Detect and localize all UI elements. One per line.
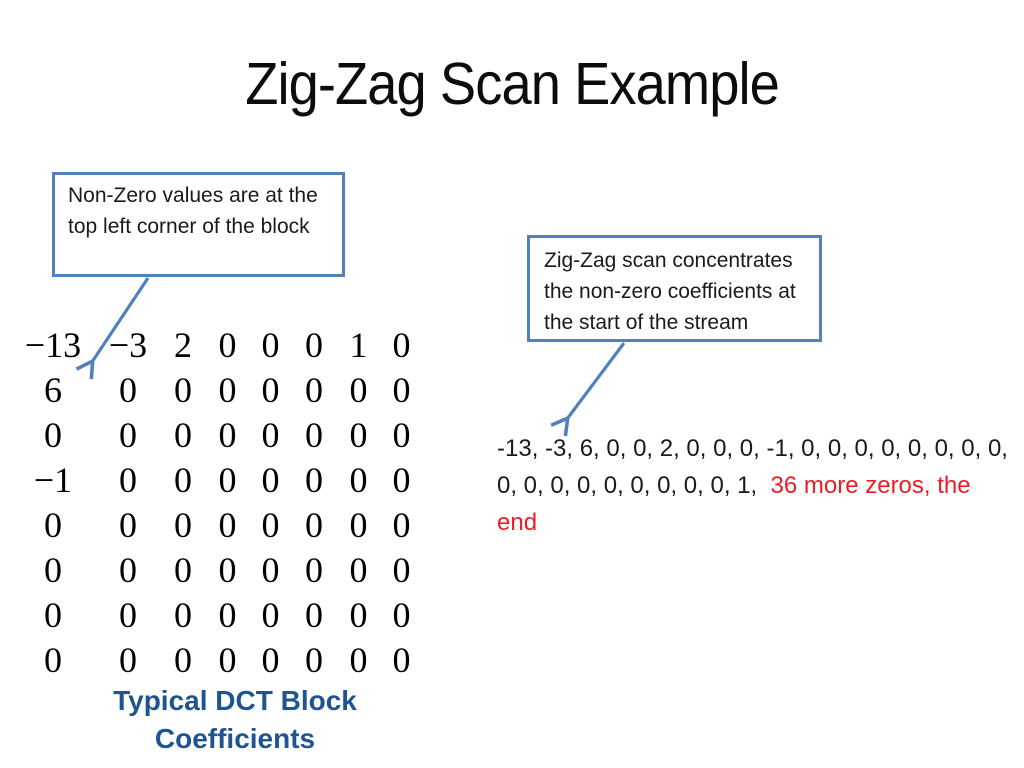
- matrix-cell: 0: [349, 369, 368, 410]
- matrix-cell: 0: [44, 594, 62, 635]
- matrix-cell: 0: [174, 459, 192, 500]
- matrix-cell: 0: [174, 594, 192, 635]
- matrix-cell: 1: [349, 324, 368, 365]
- matrix-cell: 0: [174, 369, 192, 410]
- matrix-cell: −1: [33, 459, 73, 500]
- matrix-cell: 0: [305, 459, 323, 500]
- right-callout-arrow: [567, 342, 626, 419]
- stream-text-red: 36 more zeros, the: [757, 472, 971, 499]
- matrix-cell: 0: [218, 504, 237, 545]
- matrix-cell: 0: [305, 369, 323, 410]
- matrix-cell: 0: [44, 414, 62, 455]
- zigzag-stream-text: -13, -3, 6, 0, 0, 2, 0, 0, 0, -1, 0, 0, …: [497, 430, 1008, 541]
- matrix-cell: 0: [218, 324, 237, 365]
- matrix-cell: 0: [261, 639, 280, 680]
- callout-right-text: Zig-Zag scan concentrates the non-zero c…: [544, 249, 796, 334]
- matrix-cell: 0: [392, 549, 411, 590]
- matrix-cell: 0: [392, 639, 411, 680]
- matrix-cell: 0: [44, 504, 62, 545]
- matrix-cell: 0: [119, 594, 137, 635]
- matrix-cell: 0: [305, 639, 323, 680]
- matrix-cell: −13: [24, 324, 82, 365]
- matrix-cell: 0: [174, 549, 192, 590]
- matrix-cell: 0: [261, 504, 280, 545]
- matrix-cell: 0: [305, 414, 323, 455]
- matrix-cell: 0: [218, 414, 237, 455]
- matrix-cell: 0: [119, 504, 137, 545]
- matrix-cell: 0: [349, 504, 368, 545]
- matrix-cell: 0: [305, 594, 323, 635]
- stream-text-red: end: [497, 509, 538, 536]
- matrix-cell: 0: [261, 549, 280, 590]
- matrix-cell: 2: [174, 324, 192, 365]
- matrix-cell: 0: [349, 459, 368, 500]
- matrix-cell: 0: [261, 459, 280, 500]
- matrix-cell: 0: [261, 414, 280, 455]
- matrix-cell: 0: [261, 594, 280, 635]
- matrix-cell: 0: [305, 324, 323, 365]
- matrix-cell: 0: [174, 504, 192, 545]
- matrix-cell: 0: [305, 549, 323, 590]
- matrix-cell: 0: [119, 414, 137, 455]
- matrix-cell: 0: [218, 369, 237, 410]
- callout-nonzero-values: Non-Zero values are at the top left corn…: [52, 172, 345, 277]
- stream-line: -13, -3, 6, 0, 0, 2, 0, 0, 0, -1, 0, 0, …: [497, 430, 1008, 467]
- matrix-cell: 0: [349, 639, 368, 680]
- matrix-cell: 0: [349, 594, 368, 635]
- matrix-cell: 0: [119, 459, 137, 500]
- matrix-cell: 0: [44, 549, 62, 590]
- matrix-cell: 0: [392, 324, 411, 365]
- matrix-cell: 0: [305, 504, 323, 545]
- matrix-cell: 0: [119, 549, 137, 590]
- matrix-cell: 0: [349, 549, 368, 590]
- stream-text-black: 0, 0, 0, 0, 0, 0, 0, 0, 0, 1,: [497, 472, 758, 499]
- stream-line: 0, 0, 0, 0, 0, 0, 0, 0, 0, 1, 36 more ze…: [497, 467, 1007, 504]
- matrix-cell: 0: [261, 324, 280, 365]
- matrix-cell: −3: [108, 324, 148, 365]
- matrix-cell: 0: [119, 639, 137, 680]
- matrix-cell: 0: [218, 594, 237, 635]
- callout-zigzag-concentrates: Zig-Zag scan concentrates the non-zero c…: [527, 235, 822, 342]
- matrix-cell: 0: [218, 639, 237, 680]
- matrix-cell: 0: [44, 639, 62, 680]
- matrix-cell: 0: [392, 369, 411, 410]
- matrix-cell: 0: [174, 414, 192, 455]
- slide-title: Zig-Zag Scan Example: [0, 50, 1024, 118]
- matrix-cell: 0: [119, 369, 137, 410]
- matrix-cell: 0: [392, 459, 411, 500]
- matrix-caption: Typical DCT Block Coefficients: [113, 685, 357, 754]
- callout-left-text: Non-Zero values are at the top left corn…: [68, 184, 318, 238]
- matrix-cell: 0: [218, 549, 237, 590]
- matrix-cell: 0: [261, 369, 280, 410]
- matrix-cell: 0: [392, 414, 411, 455]
- slide-title-text: Zig-Zag Scan Example: [245, 51, 780, 117]
- matrix-cell: 0: [218, 459, 237, 500]
- stream-text-black: -13, -3, 6, 0, 0, 2, 0, 0, 0, -1, 0, 0, …: [497, 435, 1008, 462]
- matrix-cell: 0: [174, 639, 192, 680]
- matrix-cell: 6: [44, 369, 62, 410]
- matrix-cell: 0: [392, 594, 411, 635]
- matrix-cell: 0: [392, 504, 411, 545]
- matrix-cell: 0: [349, 414, 368, 455]
- stream-line: end: [497, 504, 1007, 541]
